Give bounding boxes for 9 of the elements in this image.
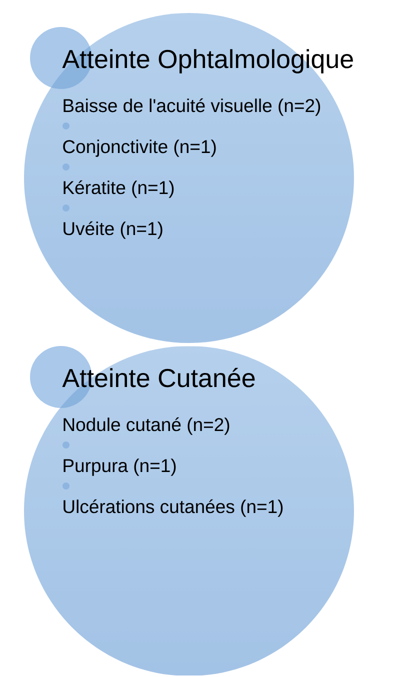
- list-item: Baisse de l'acuité visuelle (n=2): [64, 98, 320, 116]
- list-item: Nodule cutané (n=2): [64, 417, 230, 435]
- list-item: Ulcérations cutanées (n=1): [64, 499, 283, 517]
- list-item: Conjonctivite (n=1): [63, 140, 216, 157]
- heading: Atteinte Ophtalmologique: [62, 49, 353, 74]
- list-item: Purpura (n=1): [64, 458, 176, 476]
- heading: Atteinte Cutanée: [62, 368, 255, 388]
- list-item: Kératite (n=1): [64, 180, 174, 198]
- list-item: Uvéite (n=1): [64, 221, 162, 239]
